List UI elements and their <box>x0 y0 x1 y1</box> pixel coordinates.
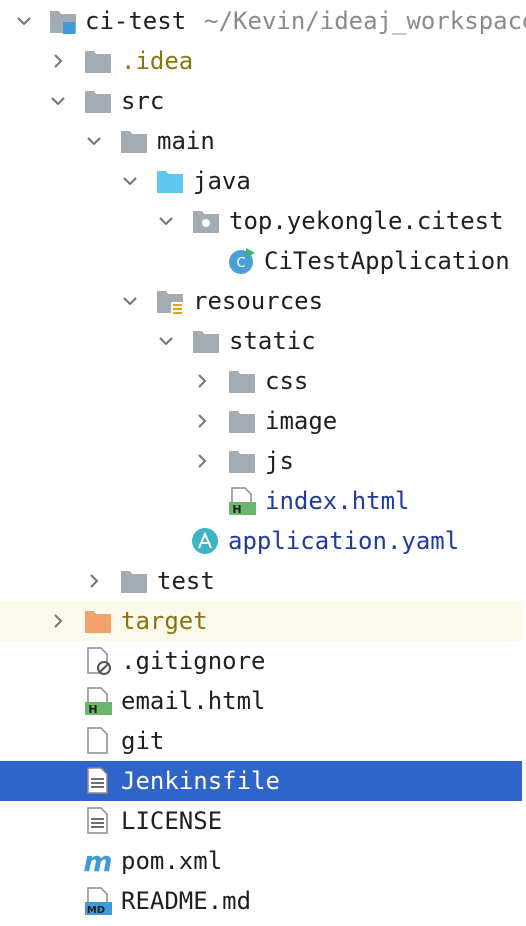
chevron-right-icon[interactable] <box>195 414 209 428</box>
chevron-right-icon[interactable] <box>195 374 209 388</box>
project-path: ~/Kevin/ideaj_workspace <box>204 7 526 35</box>
folder-icon <box>121 131 147 153</box>
chevron-down-icon[interactable] <box>17 14 31 28</box>
tree-item-email-html[interactable]: H email.html <box>0 681 522 721</box>
tree-item-ci-test[interactable]: ci-test ~/Kevin/ideaj_workspace <box>0 1 526 41</box>
tree-item-label: main <box>157 127 215 155</box>
tree-item-pom-xml[interactable]: m pom.xml <box>0 841 522 881</box>
tree-item-label: CiTestApplication <box>264 247 510 275</box>
tree-item-index-html[interactable]: H index.html <box>0 481 522 521</box>
tree-item-test[interactable]: test <box>0 561 522 601</box>
tree-item-label: Jenkinsfile <box>121 767 280 795</box>
chevron-down-icon[interactable] <box>51 94 65 108</box>
folder-icon <box>229 371 255 393</box>
svg-text:MD: MD <box>87 905 105 915</box>
tree-item-jenkinsfile[interactable]: Jenkinsfile <box>0 761 522 801</box>
tree-item-git[interactable]: git <box>0 721 522 761</box>
tree-item-idea[interactable]: .idea <box>0 41 522 81</box>
gitignore-file-icon <box>87 647 111 675</box>
tree-item-label: pom.xml <box>121 847 223 875</box>
tree-item-css[interactable]: css <box>0 361 522 401</box>
blank-file-icon <box>87 727 108 754</box>
tree-item-label: target <box>121 607 208 635</box>
html-file-icon: H <box>229 487 256 515</box>
maven-icon: m <box>84 847 112 875</box>
chevron-down-icon[interactable] <box>123 174 137 188</box>
tree-item-gitignore[interactable]: .gitignore <box>0 641 522 681</box>
tree-item-label: src <box>121 87 165 115</box>
svg-text:m: m <box>84 847 112 875</box>
chevron-right-icon[interactable] <box>195 454 209 468</box>
tree-item-label: static <box>229 327 316 355</box>
tree-item-readme-md[interactable]: MD README.md <box>0 881 522 921</box>
spring-config-icon <box>192 528 218 554</box>
tree-item-label: top.yekongle.citest <box>229 207 504 235</box>
html-file-icon: H <box>85 687 112 715</box>
folder-icon <box>193 331 219 353</box>
tree-item-label: .idea <box>121 47 194 75</box>
resources-folder-icon <box>157 291 183 314</box>
text-file-icon <box>87 807 108 834</box>
svg-text:H: H <box>88 703 97 715</box>
markdown-file-icon: MD <box>85 887 112 915</box>
tree-item-label: email.html <box>121 687 266 715</box>
tree-item-label: .gitignore <box>121 647 266 675</box>
spring-boot-class-icon: C <box>229 248 255 274</box>
chevron-right-icon[interactable] <box>51 614 65 628</box>
text-file-icon <box>87 767 108 794</box>
tree-item-label: ci-test ~/Kevin/ideaj_workspace <box>85 1 526 41</box>
folder-icon <box>121 571 147 593</box>
chevron-down-icon[interactable] <box>159 334 173 348</box>
folder-icon <box>85 91 111 113</box>
tree-item-static[interactable]: static <box>0 321 522 361</box>
source-root-folder-icon <box>157 171 183 193</box>
tree-item-java[interactable]: java <box>0 161 522 201</box>
tree-item-application-yaml[interactable]: application.yaml <box>0 521 522 561</box>
chevron-right-icon[interactable] <box>51 54 65 68</box>
svg-text:H: H <box>232 503 241 515</box>
tree-item-main[interactable]: main <box>0 121 522 161</box>
svg-text:C: C <box>236 256 245 271</box>
tree-item-citestapplication[interactable]: C CiTestApplication <box>0 241 522 281</box>
tree-item-label: test <box>157 567 215 595</box>
tree-item-label: java <box>193 167 251 195</box>
module-folder-icon <box>50 11 76 34</box>
tree-item-license[interactable]: LICENSE <box>0 801 522 841</box>
package-icon <box>193 211 219 233</box>
chevron-down-icon[interactable] <box>159 214 173 228</box>
tree-item-label: LICENSE <box>121 807 223 835</box>
tree-item-image[interactable]: image <box>0 401 522 441</box>
folder-icon <box>85 51 111 73</box>
folder-icon <box>229 451 255 473</box>
chevron-right-icon[interactable] <box>87 574 101 588</box>
tree-item-resources[interactable]: resources <box>0 281 522 321</box>
chevron-down-icon[interactable] <box>87 134 101 148</box>
tree-item-label: resources <box>193 287 324 315</box>
tree-item-label: js <box>265 447 294 475</box>
chevron-down-icon[interactable] <box>123 294 137 308</box>
tree-item-target[interactable]: target <box>0 601 522 641</box>
tree-item-label: index.html <box>265 487 410 515</box>
tree-item-js[interactable]: js <box>0 441 522 481</box>
tree-item-label: README.md <box>121 887 252 915</box>
folder-icon <box>229 411 255 433</box>
tree-item-label: css <box>265 367 309 395</box>
project-name: ci-test <box>85 7 187 35</box>
tree-item-label: image <box>265 407 338 435</box>
tree-item-src[interactable]: src <box>0 81 522 121</box>
tree-item-label: git <box>121 727 165 755</box>
excluded-folder-icon <box>85 611 111 633</box>
tree-item-package[interactable]: top.yekongle.citest <box>0 201 522 241</box>
tree-item-label: application.yaml <box>228 527 460 555</box>
